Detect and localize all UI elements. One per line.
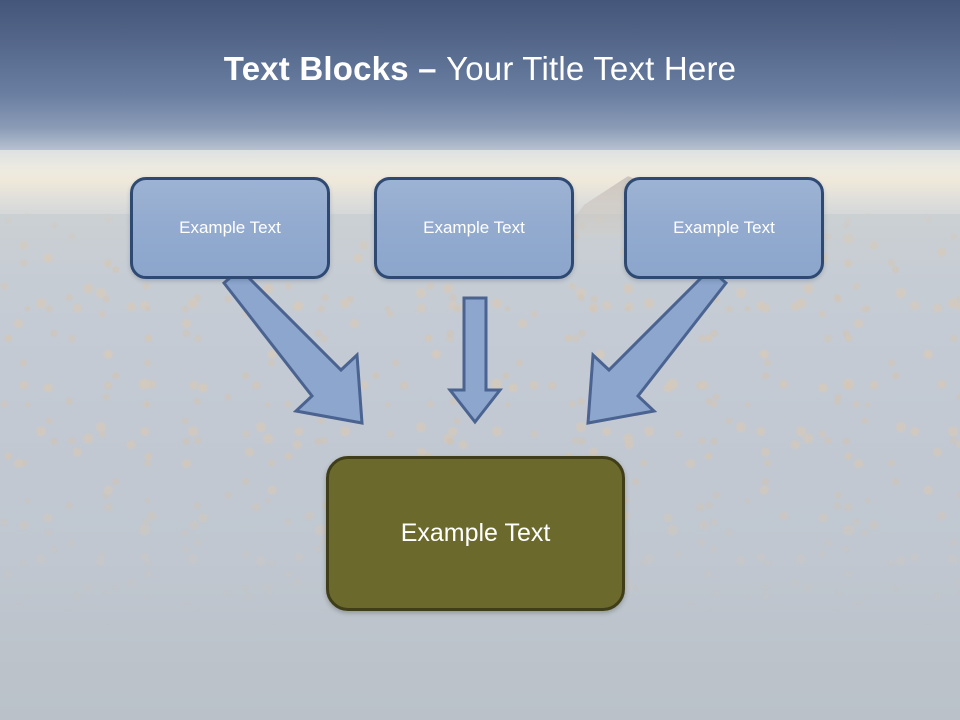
result-text-block[interactable]: Example Text <box>326 456 625 611</box>
result-text-block-label: Example Text <box>400 519 551 547</box>
text-block-2[interactable]: Example Text <box>374 177 574 279</box>
background-sky <box>0 0 960 168</box>
text-block-3-label: Example Text <box>673 218 775 237</box>
slide-title-separator: – <box>418 50 447 87</box>
text-block-1-label: Example Text <box>179 218 281 237</box>
text-block-3[interactable]: Example Text <box>624 177 824 279</box>
text-block-2-label: Example Text <box>423 218 525 237</box>
slide-title-bold: Text Blocks <box>223 50 419 87</box>
text-block-1[interactable]: Example Text <box>130 177 330 279</box>
slide-title: Text Blocks – Your Title Text Here <box>0 48 960 90</box>
slide-title-light: Your Title Text Here <box>446 50 737 87</box>
